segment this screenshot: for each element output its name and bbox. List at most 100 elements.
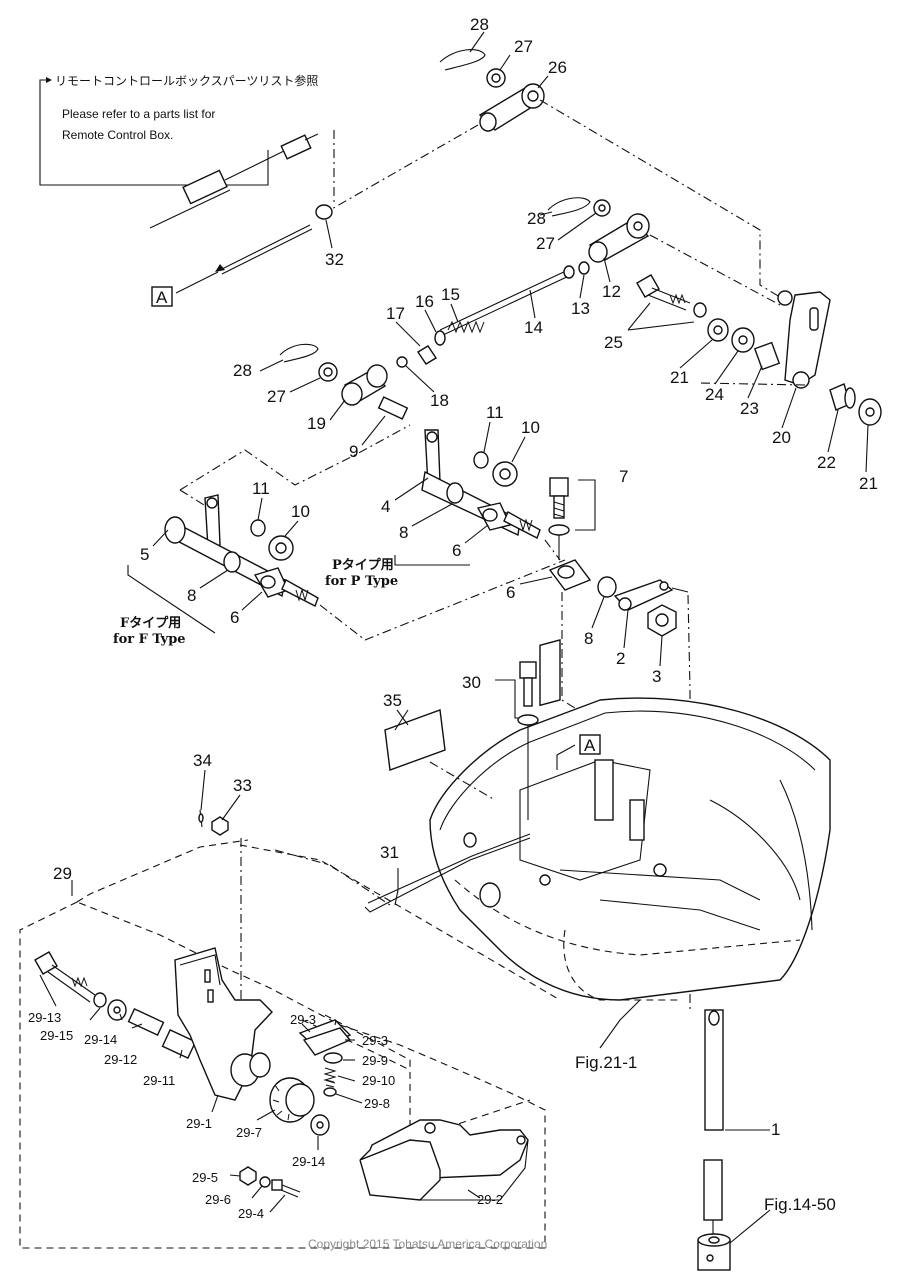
callout-29-3-b: 29-3 xyxy=(362,1033,388,1048)
link-2 xyxy=(613,579,689,611)
callout-10-p: 10 xyxy=(521,418,540,437)
collar-22 xyxy=(829,383,856,411)
callout-29-13: 29-13 xyxy=(28,1010,61,1025)
callout-29-11: 29-11 xyxy=(143,1073,175,1088)
cable-end xyxy=(149,133,319,229)
callout-30: 30 xyxy=(462,673,481,692)
callout-15: 15 xyxy=(441,285,460,304)
arm-6-p xyxy=(476,502,541,539)
nut-18 xyxy=(396,356,408,368)
joint-12 xyxy=(588,213,650,263)
callout-29-2: 29-2 xyxy=(477,1192,503,1207)
callout-14: 14 xyxy=(524,318,543,337)
marker-a-lower: A xyxy=(556,734,601,770)
callout-19: 19 xyxy=(307,414,326,433)
pin-34 xyxy=(198,809,204,828)
callout-labels: 28 27 26 32 28 27 12 13 14 25 21 24 23 2… xyxy=(28,15,878,1221)
f-type-jp: Fタイプ用 xyxy=(120,616,181,631)
callout-29-1: 29-1 xyxy=(186,1116,212,1131)
nut-29-5 xyxy=(239,1166,257,1186)
callout-6-f: 6 xyxy=(230,608,239,627)
callout-11-p: 11 xyxy=(486,403,504,422)
collar-23 xyxy=(753,341,781,371)
pin-9 xyxy=(377,396,409,420)
callout-11-f: 11 xyxy=(252,479,270,498)
callout-29-6: 29-6 xyxy=(205,1192,231,1207)
note-jp: リモートコントロールボックスパーツリスト参照 xyxy=(55,73,318,88)
callout-12: 12 xyxy=(602,282,621,301)
callout-28-low: 28 xyxy=(233,361,252,380)
washer-11-p xyxy=(473,451,489,469)
nut-32 xyxy=(315,204,333,220)
fig-ref-14-50: Fig.14-50 xyxy=(764,1195,836,1214)
collar-29-11 xyxy=(161,1028,197,1060)
callout-21-upper: 21 xyxy=(670,368,689,387)
washer-8-f xyxy=(223,551,241,573)
nut-3 xyxy=(647,604,677,637)
marker-a-upper-text: A xyxy=(156,288,168,307)
callout-26: 26 xyxy=(548,58,567,77)
shift-rod xyxy=(215,224,313,275)
bolt-25 xyxy=(636,274,691,311)
bolt-7 xyxy=(548,477,570,536)
arm-6-f xyxy=(253,567,319,607)
callout-29-12: 29-12 xyxy=(104,1052,137,1067)
nut-13 xyxy=(578,261,590,275)
callout-28-mid: 28 xyxy=(527,209,546,228)
f-type-en: for F Type xyxy=(113,632,186,647)
clip-28-low xyxy=(279,343,319,363)
callout-23: 23 xyxy=(740,399,759,418)
callout-6-main: 6 xyxy=(506,583,515,602)
callout-29-15: 29-15 xyxy=(40,1028,73,1043)
callout-29-3-a: 29-3 xyxy=(290,1012,316,1027)
leader-lines xyxy=(152,31,869,821)
callout-1: 1 xyxy=(771,1120,780,1139)
rod-14 xyxy=(439,265,575,336)
callout-17: 17 xyxy=(386,304,405,323)
callout-24: 24 xyxy=(705,385,724,404)
copyright: Copyright 2015 Tohatsu America Corporati… xyxy=(308,1237,547,1251)
rod-31 xyxy=(364,833,531,913)
washer-29-15 xyxy=(93,992,107,1008)
nut-33 xyxy=(211,816,229,836)
marker-a-upper: A xyxy=(151,271,219,307)
callout-28-top: 28 xyxy=(470,15,489,34)
callout-29: 29 xyxy=(53,864,72,883)
arm-6-main xyxy=(548,559,592,591)
f-type-label: Fタイプ用 for F Type xyxy=(113,616,186,647)
label-plate-35 xyxy=(384,709,496,801)
note-en-line1: Please refer to a parts list for xyxy=(62,107,215,121)
pin-1 xyxy=(704,1009,724,1131)
p-type-jp: Pタイプ用 xyxy=(332,558,394,573)
clip-28-mid xyxy=(547,197,591,217)
callout-18: 18 xyxy=(430,391,449,410)
collar-29-12 xyxy=(127,1007,165,1037)
callout-29-9: 29-9 xyxy=(362,1053,388,1068)
joint-26 xyxy=(478,83,545,132)
housing-29-2 xyxy=(359,1119,529,1201)
clip-28-top xyxy=(439,49,486,71)
callout-22: 22 xyxy=(817,453,836,472)
callout-29-10: 29-10 xyxy=(362,1073,395,1088)
bolt-29-4 xyxy=(271,1179,301,1198)
washer-25 xyxy=(693,302,707,318)
callout-29-5: 29-5 xyxy=(192,1170,218,1185)
callout-29-14-a: 29-14 xyxy=(84,1032,117,1047)
screw-29-8 xyxy=(323,1079,337,1097)
sleeve-1 xyxy=(703,1159,723,1240)
callout-35: 35 xyxy=(383,691,402,710)
callout-27-top: 27 xyxy=(514,37,533,56)
callout-2: 2 xyxy=(616,649,625,668)
washer-8-main xyxy=(597,576,617,598)
washer-16 xyxy=(434,330,446,346)
callout-29-7: 29-7 xyxy=(236,1125,262,1140)
callout-29-14-b: 29-14 xyxy=(292,1154,325,1169)
callout-8-p: 8 xyxy=(399,523,408,542)
washer-11-f xyxy=(250,519,266,537)
nut-17 xyxy=(417,345,437,365)
callout-8-f: 8 xyxy=(187,586,196,605)
callout-10-f: 10 xyxy=(291,502,310,521)
callout-13: 13 xyxy=(571,299,590,318)
callout-4: 4 xyxy=(381,497,390,516)
